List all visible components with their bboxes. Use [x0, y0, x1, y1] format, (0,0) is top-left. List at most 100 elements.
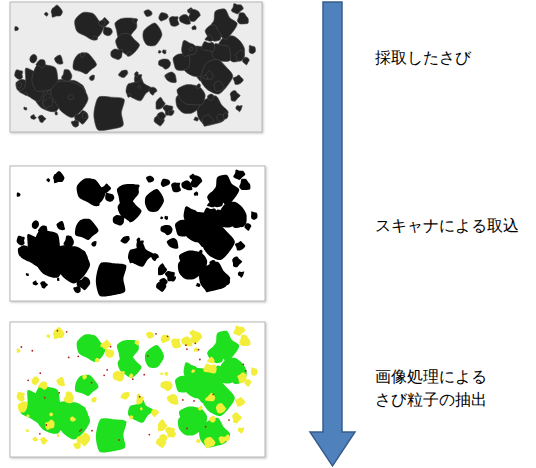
fine-particle	[91, 430, 93, 432]
fine-particle	[139, 396, 141, 398]
fine-particle	[118, 439, 120, 441]
particle	[170, 432, 176, 438]
fine-particle	[27, 379, 29, 381]
particle	[198, 250, 203, 255]
particle	[77, 178, 106, 206]
particle	[70, 417, 76, 422]
particle	[38, 226, 47, 234]
particle	[237, 13, 248, 24]
particle	[167, 238, 179, 249]
particle	[149, 87, 157, 95]
particle	[204, 437, 215, 448]
fine-particle	[193, 400, 195, 402]
particle	[75, 219, 99, 240]
particle	[239, 179, 250, 190]
particle	[26, 258, 29, 261]
particle	[82, 113, 87, 119]
particle	[194, 117, 199, 121]
particle	[26, 414, 29, 417]
fine-particle	[31, 350, 33, 352]
particle	[17, 392, 25, 402]
particle	[47, 90, 51, 94]
particle	[17, 349, 21, 353]
particle	[56, 377, 65, 386]
particle	[57, 433, 59, 437]
particle	[95, 202, 100, 206]
particle	[45, 263, 54, 274]
particle	[244, 379, 251, 387]
particle	[223, 113, 228, 119]
particle	[167, 394, 179, 405]
particle	[135, 72, 139, 77]
particle	[53, 327, 64, 339]
fine-particle	[66, 331, 68, 333]
particle	[19, 404, 24, 410]
particle	[230, 90, 240, 101]
particle	[135, 184, 140, 189]
particle	[225, 279, 230, 285]
particle	[44, 12, 48, 16]
particle	[207, 201, 215, 207]
fine-particle	[212, 394, 214, 396]
particle	[202, 115, 213, 126]
particle	[159, 278, 167, 286]
particle	[209, 416, 215, 423]
particle	[196, 84, 201, 89]
panel-frame	[10, 322, 265, 457]
particle	[144, 10, 152, 17]
particle	[96, 262, 127, 296]
particle	[205, 241, 210, 245]
particle	[244, 223, 251, 231]
particle	[235, 241, 245, 251]
particle	[111, 49, 123, 60]
particle	[77, 277, 91, 291]
fine-particle	[185, 344, 187, 346]
particle	[63, 235, 73, 247]
particle	[84, 279, 89, 285]
particle	[30, 54, 37, 63]
particle	[118, 70, 127, 77]
particle	[33, 437, 39, 442]
particle	[158, 419, 167, 431]
particle	[201, 41, 214, 51]
particle	[113, 215, 125, 226]
particle	[26, 429, 29, 432]
particle	[191, 214, 195, 217]
particle	[91, 397, 96, 403]
fine-particle	[148, 434, 150, 436]
particle	[179, 407, 207, 427]
particle	[160, 225, 172, 235]
step-label: 画像処理による さび粒子の抽出	[375, 365, 525, 411]
particle	[181, 337, 192, 347]
fine-particle	[45, 424, 47, 426]
panel-frame	[10, 2, 262, 132]
particle	[177, 85, 205, 105]
particle	[203, 381, 235, 416]
particle	[100, 186, 107, 192]
particle	[216, 403, 226, 413]
particle	[167, 396, 171, 399]
fine-particle	[198, 349, 200, 351]
particle	[96, 418, 127, 452]
step-label: 採取したさび	[375, 46, 525, 69]
particle	[73, 442, 80, 449]
particle	[161, 335, 170, 343]
fine-particle	[103, 374, 105, 376]
particle	[17, 82, 22, 88]
particle	[161, 179, 170, 187]
particle	[100, 342, 107, 348]
particle	[191, 175, 203, 187]
particle	[98, 20, 105, 26]
particle	[133, 18, 138, 23]
particle	[75, 111, 89, 125]
particle	[38, 382, 47, 390]
particle	[175, 376, 192, 393]
particle	[45, 419, 54, 430]
particle	[251, 367, 257, 376]
particle	[235, 397, 245, 407]
fine-particle	[245, 370, 247, 372]
particle	[216, 247, 226, 257]
fine-particle	[39, 372, 41, 374]
particle	[233, 169, 245, 179]
